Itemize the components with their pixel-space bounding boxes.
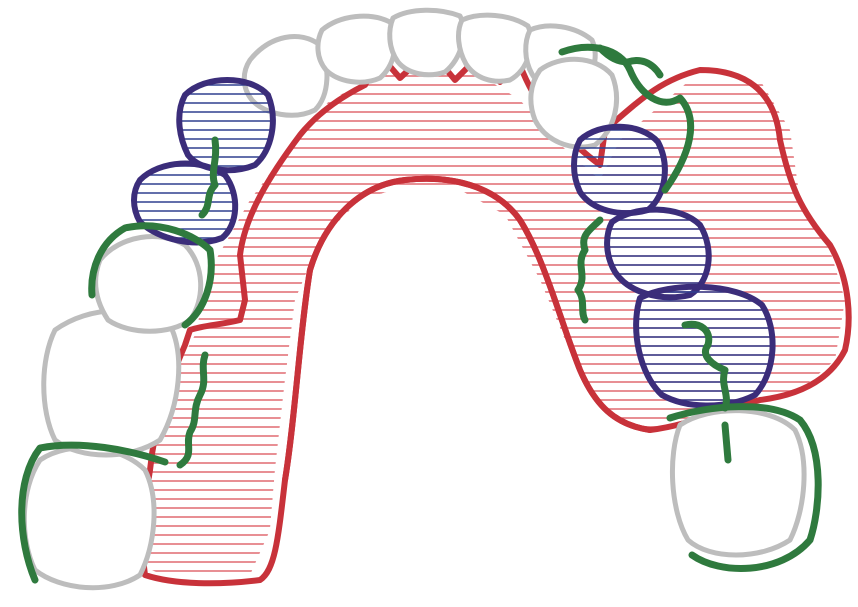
tooth-left-premolar-2	[96, 237, 201, 332]
clasp-right-molar-stem	[725, 425, 728, 460]
tooth-left-molar-2	[24, 448, 154, 588]
tooth-anterior-central-right	[459, 15, 532, 81]
tooth-right-molar	[672, 411, 804, 555]
pontic-right-premolar-1	[574, 127, 665, 213]
tooth-anterior-central-left	[390, 10, 464, 75]
pontic-left-first-premolar	[179, 80, 273, 170]
tooth-anterior-lateral-left	[318, 16, 395, 82]
